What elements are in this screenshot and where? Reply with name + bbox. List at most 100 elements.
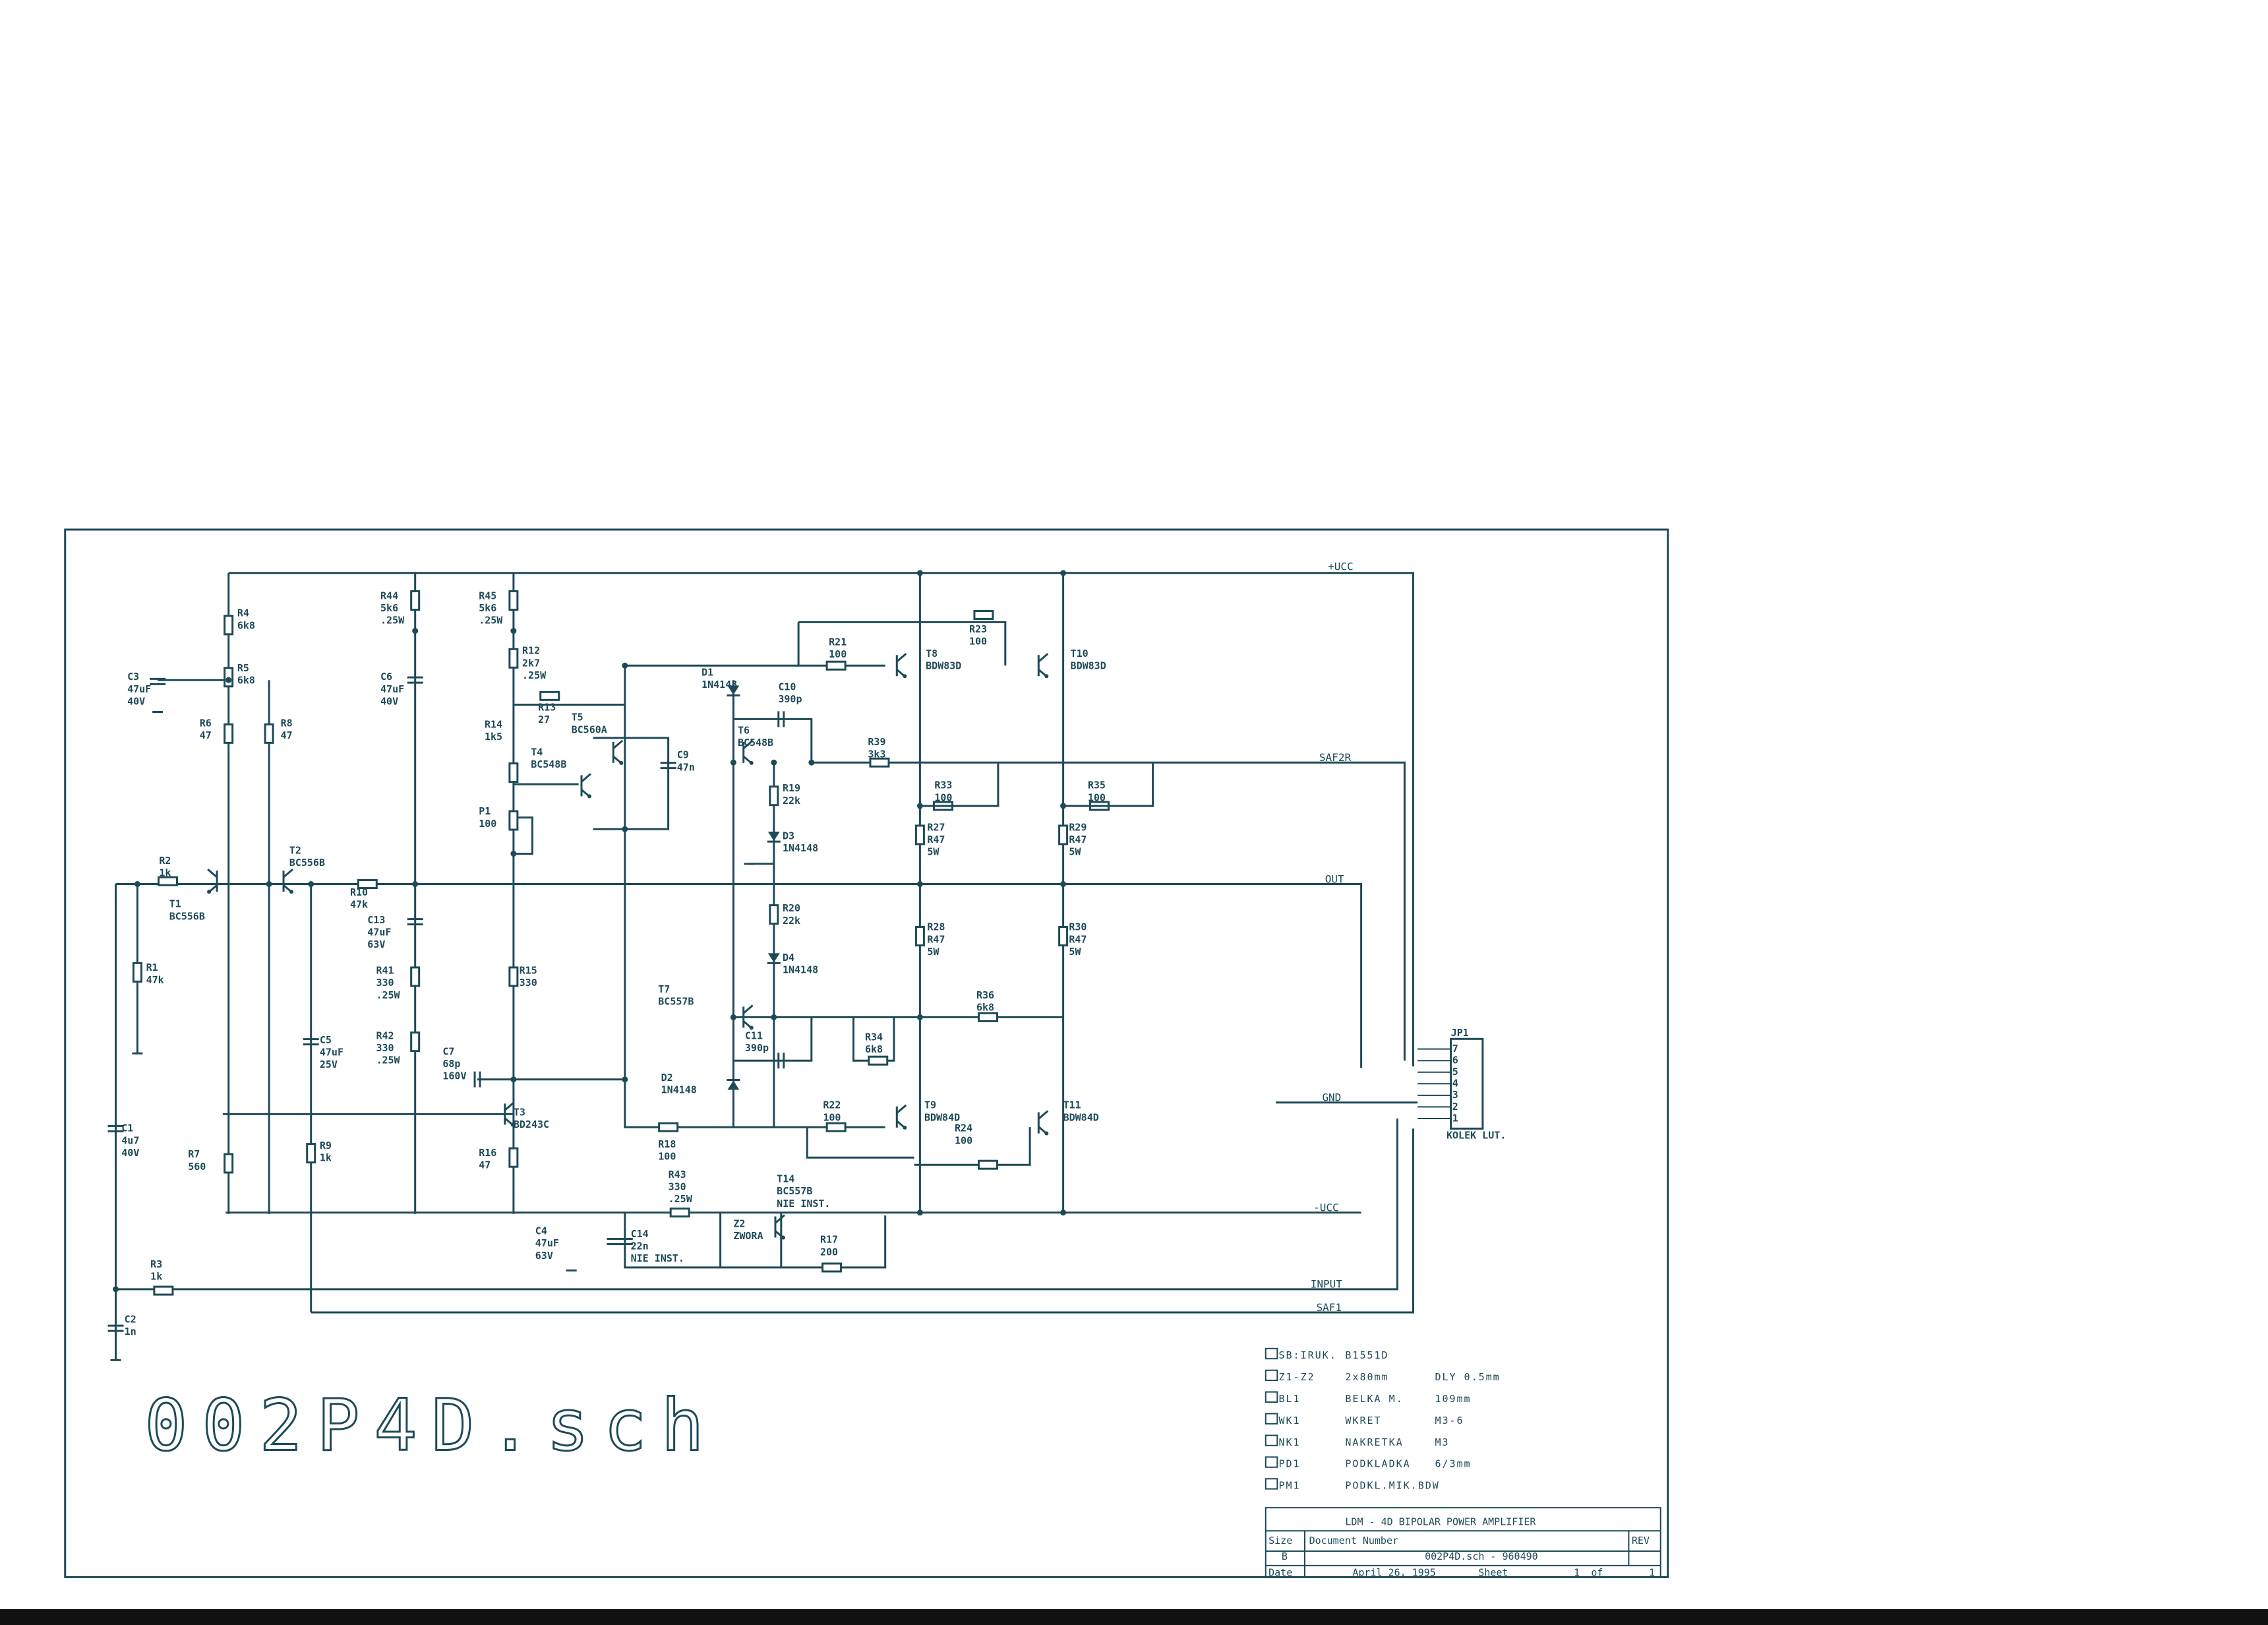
label-r3: R3 (150, 1258, 162, 1270)
resistor-symbol (508, 810, 519, 831)
transistor-arrow (749, 1026, 754, 1030)
label-r22: R22 (823, 1099, 841, 1111)
junction-dot (622, 1076, 628, 1083)
label-t8: T8 (926, 648, 938, 659)
label-t14: T14 (777, 1173, 794, 1184)
label-r29: 5W (1069, 846, 1081, 858)
label-t9: T9 (924, 1099, 936, 1111)
wire-c10 (733, 718, 813, 763)
label-c4: C4 (535, 1225, 547, 1237)
label-r41: .25W (376, 989, 400, 1001)
label-t9: BDW84D (924, 1111, 960, 1123)
resistor-symbol (973, 609, 994, 620)
wire-saf2r (811, 761, 1406, 1061)
label-r45: R45 (479, 590, 496, 601)
label-r36: 6k8 (976, 1002, 994, 1014)
label-c3: 47uF (127, 683, 151, 695)
label-t4: BC548B (531, 758, 566, 770)
connector-pin-number: 2 (1452, 1101, 1458, 1113)
label-c10: 390p (778, 693, 802, 705)
label-r23: 100 (969, 635, 987, 647)
label-c7: 68p (442, 1058, 460, 1070)
label-c1: 40V (121, 1147, 139, 1159)
resistor-symbol (508, 966, 519, 987)
bom-desc: NAKRETKA (1345, 1436, 1403, 1448)
label-r5: R5 (237, 662, 249, 674)
junction-dot (730, 759, 736, 766)
label-r18: 100 (658, 1150, 676, 1162)
title-block-rev-label: REV (1632, 1535, 1650, 1547)
connector-pin-number: 6 (1452, 1055, 1458, 1066)
label-r3: 1k (150, 1271, 162, 1283)
label-c13: 63V (367, 938, 385, 950)
label-r41: 330 (376, 977, 394, 989)
resistor-symbol (508, 1147, 519, 1168)
label-r20: 22k (783, 915, 800, 927)
label-r21: 100 (829, 648, 847, 660)
label-c14: C14 (631, 1228, 649, 1240)
label-t3: BD243C (514, 1119, 549, 1130)
connector-pin-number: 4 (1452, 1078, 1458, 1089)
label-r35: R35 (1088, 780, 1106, 791)
label-r9: R9 (320, 1140, 332, 1151)
transistor-arrow (1044, 1131, 1049, 1136)
transistor-collector (896, 653, 907, 663)
label-t11: BDW84D (1063, 1111, 1099, 1123)
label-c5: 25V (320, 1058, 338, 1070)
label-c7: 160V (442, 1070, 466, 1082)
title-block-size: B (1282, 1550, 1288, 1562)
transistor-collector (612, 739, 624, 750)
label-r45: 5k6 (479, 602, 496, 614)
junction-dot (730, 1014, 736, 1020)
label-r27: R27 (927, 821, 945, 833)
wire-c11 (733, 1017, 813, 1062)
resistor-symbol (158, 876, 179, 886)
label-t2: T2 (289, 844, 301, 856)
label-r22: 100 (823, 1111, 841, 1123)
label-r19: 22k (783, 795, 800, 807)
label-r2: R2 (159, 855, 171, 867)
label-t10: T10 (1071, 648, 1089, 659)
label-c1: 4u7 (121, 1134, 139, 1146)
junction-dot (225, 677, 232, 683)
bom-ref: NK1 (1278, 1436, 1300, 1448)
wire-input (115, 1119, 1398, 1291)
label-t1: BC556B (169, 910, 205, 922)
wire-r24 (914, 1127, 1031, 1166)
label-r23: R23 (969, 623, 987, 635)
label-r12: 2k7 (522, 657, 540, 669)
bom-desc: 2x80mm (1345, 1371, 1388, 1383)
connector-pin-number: 5 (1452, 1066, 1458, 1078)
resistor-symbol (132, 962, 142, 983)
bom-spec: M3-6 (1435, 1415, 1464, 1426)
junction-dot (622, 662, 628, 669)
label-d4: D4 (783, 952, 794, 964)
junction-dot (771, 759, 777, 766)
bom-spec: DLY 0.5mm (1435, 1371, 1500, 1383)
bom-desc: PODKLADKA (1345, 1458, 1410, 1470)
label-p1: P1 (479, 805, 491, 817)
title-block-sheet-total: 1 (1649, 1566, 1655, 1578)
resistor-symbol (153, 1285, 174, 1296)
label-t8: BDW83D (926, 660, 961, 672)
resistor-symbol (978, 1012, 999, 1022)
label-d4: 1N4148 (783, 964, 818, 975)
bom-ref: BL1 (1278, 1393, 1300, 1405)
label-r36: R36 (976, 989, 994, 1001)
scanner-edge-bar (0, 1609, 2268, 1625)
transistor-collector (504, 1101, 515, 1111)
label-r17: R17 (820, 1234, 838, 1246)
label-r8: 47 (281, 729, 293, 741)
label-r34: 6k8 (865, 1043, 883, 1055)
label-r13: R13 (538, 701, 556, 713)
transistor-collector (896, 1104, 907, 1114)
label-r9: 1k (320, 1152, 332, 1164)
label-r12: R12 (522, 645, 540, 657)
label-r45: .25W (479, 615, 503, 627)
junction-dot (916, 881, 923, 888)
drawing-border (64, 528, 1669, 1578)
junction-dot (916, 1210, 923, 1216)
bom-checkbox (1265, 1478, 1278, 1490)
